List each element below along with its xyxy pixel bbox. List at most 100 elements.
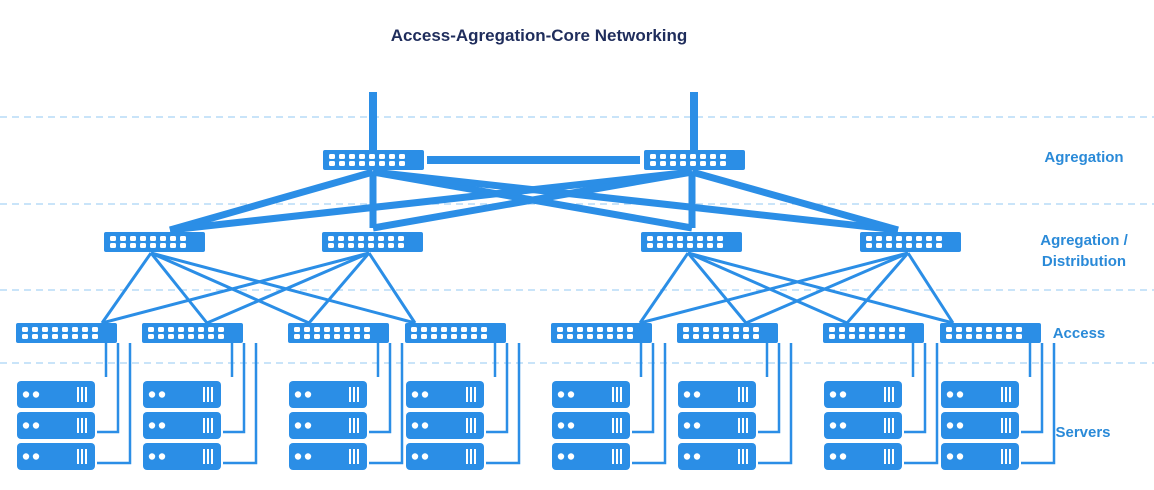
server-vent — [474, 387, 476, 402]
server-vent — [884, 418, 886, 433]
switch-port — [344, 327, 350, 332]
core-distribution-link — [169, 168, 693, 234]
switch-port — [451, 334, 457, 339]
switch-port — [866, 243, 872, 248]
switch-port — [710, 154, 716, 159]
switch-port — [557, 327, 563, 332]
switch-port — [188, 327, 194, 332]
switch-port — [687, 236, 693, 241]
server-led — [567, 453, 575, 460]
switch-port — [348, 243, 354, 248]
switch-port — [82, 327, 88, 332]
switch-port — [471, 327, 477, 332]
server-body — [143, 412, 221, 439]
server-led — [158, 391, 166, 398]
access-switch — [288, 323, 389, 343]
server-vent — [738, 418, 740, 433]
server — [678, 381, 756, 408]
distribution-access-link — [149, 252, 209, 324]
switch-port — [359, 161, 365, 166]
server-cable — [369, 343, 392, 434]
switch-port — [324, 327, 330, 332]
switch-port — [839, 334, 845, 339]
switch-port — [364, 334, 370, 339]
server-vent — [474, 449, 476, 464]
switch-port — [314, 327, 320, 332]
layer-label-access: Access — [1052, 325, 1106, 342]
server — [143, 443, 221, 470]
switch-port — [168, 334, 174, 339]
server — [143, 381, 221, 408]
server-vent — [349, 418, 351, 433]
switch-port — [130, 243, 136, 248]
switch-port — [120, 243, 126, 248]
switch-port — [703, 327, 709, 332]
switch-port — [359, 154, 365, 159]
switch-port — [587, 327, 593, 332]
switch-port — [743, 327, 749, 332]
switch-port — [140, 243, 146, 248]
server-vent — [616, 418, 618, 433]
server-led — [567, 391, 575, 398]
switch-port — [670, 154, 676, 159]
server-led — [304, 422, 312, 429]
server-vent — [85, 449, 87, 464]
switch-port — [567, 334, 573, 339]
distribution-switch — [860, 232, 961, 252]
switch-port — [471, 334, 477, 339]
switch-port — [733, 327, 739, 332]
server-vent — [77, 418, 79, 433]
switch-port — [354, 334, 360, 339]
switch-port — [996, 327, 1002, 332]
server-body — [678, 443, 756, 470]
switch-port — [1016, 334, 1022, 339]
server — [289, 381, 367, 408]
switch-port — [364, 327, 370, 332]
switch-port — [180, 236, 186, 241]
switch-port — [188, 334, 194, 339]
server-vent — [612, 387, 614, 402]
server-vent — [203, 449, 205, 464]
switch-port — [304, 327, 310, 332]
server-cable — [758, 343, 793, 465]
server — [941, 381, 1019, 408]
switch-port — [399, 161, 405, 166]
server-body — [17, 412, 95, 439]
server-vent — [612, 449, 614, 464]
access-switch — [551, 323, 652, 343]
switch-port — [110, 243, 116, 248]
switch-port — [398, 243, 404, 248]
switch-port — [32, 334, 38, 339]
server-led — [946, 422, 954, 429]
server-vent — [211, 387, 213, 402]
server-vent — [746, 449, 748, 464]
layer-label-servers: Servers — [1055, 424, 1111, 441]
switch-port — [150, 243, 156, 248]
server-led — [158, 422, 166, 429]
server-led — [557, 391, 565, 398]
server-led — [22, 453, 30, 460]
switch-port — [899, 327, 905, 332]
server-body — [289, 412, 367, 439]
distribution-switch — [322, 232, 423, 252]
server-vent — [1009, 449, 1011, 464]
switch-port — [956, 334, 962, 339]
switch-port — [876, 243, 882, 248]
server-vent — [742, 418, 744, 433]
server-rack — [941, 381, 1019, 470]
server-vent — [884, 387, 886, 402]
server-vent — [888, 418, 890, 433]
switch-port — [368, 236, 374, 241]
distribution-switch — [641, 232, 742, 252]
server-vent — [357, 418, 359, 433]
switch-port — [627, 327, 633, 332]
switch-port — [388, 236, 394, 241]
server-body — [289, 443, 367, 470]
server-body — [552, 412, 630, 439]
switch-port — [358, 236, 364, 241]
server-vent — [616, 449, 618, 464]
switch-port — [597, 327, 603, 332]
switch-port — [441, 327, 447, 332]
server — [552, 381, 630, 408]
switch-port — [849, 334, 855, 339]
